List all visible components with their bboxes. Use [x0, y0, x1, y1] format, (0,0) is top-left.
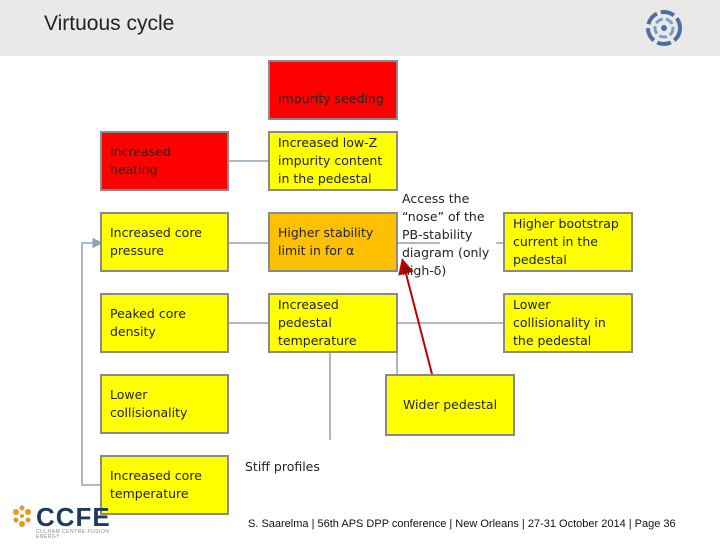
- connector-loop-back: [81, 237, 103, 486]
- bootstrap-current-label: Higher bootstrap current in the pedestal: [513, 216, 619, 267]
- stiff-profiles-text: Stiff profiles: [245, 459, 320, 474]
- peaked-density-label: Peaked core density: [110, 306, 186, 339]
- ccfe-logo: CCFE CULHAM CENTRE FUSION ENERGY: [6, 498, 116, 540]
- lower-collisionality-label: Lower collisionality: [110, 387, 188, 420]
- lower-collisionality-pedestal-label: Lower collisionality in the pedestal: [513, 297, 606, 348]
- ccfe-logo-icon: [13, 505, 31, 527]
- impurity-seeding-label: Impurity seeding: [278, 91, 384, 106]
- increased-heating-box: Increased heating: [100, 131, 229, 191]
- pedestal-temperature-label: Increased pedestal temperature: [278, 297, 357, 348]
- higher-stability-box: Higher stability limit in for α: [268, 212, 398, 272]
- access-nose-text: Access the “nose” of the PB-stability di…: [402, 191, 490, 278]
- lowz-impurity-label: Increased low-Z impurity content in the …: [278, 135, 383, 186]
- increased-heating-label: Increased heating: [110, 144, 171, 177]
- pedestal-temperature-box: Increased pedestal temperature: [268, 293, 398, 353]
- ccfe-logo-subtext: CULHAM CENTRE FUSION ENERGY: [36, 529, 110, 540]
- lower-collisionality-box: Lower collisionality: [100, 374, 229, 434]
- fusion-ring-logo-icon: [646, 10, 682, 46]
- peaked-density-box: Peaked core density: [100, 293, 229, 353]
- core-temperature-label: Increased core temperature: [110, 468, 202, 501]
- bootstrap-current-box: Higher bootstrap current in the pedestal: [503, 212, 633, 272]
- impurity-seeding-box: Impurity seeding: [268, 60, 398, 120]
- lowz-impurity-box: Increased low-Z impurity content in the …: [268, 131, 398, 191]
- wider-pedestal-label: Wider pedestal: [402, 397, 498, 412]
- slide-title: Virtuous cycle: [44, 12, 175, 35]
- footer-citation: S. Saarelma | 56th APS DPP conference | …: [248, 518, 676, 530]
- core-pressure-label: Increased core pressure: [110, 225, 202, 258]
- lower-collisionality-pedestal-box: Lower collisionality in the pedestal: [503, 293, 633, 353]
- ccfe-logo-text: CCFE: [36, 502, 111, 532]
- title-bar: Virtuous cycle: [0, 0, 720, 56]
- core-pressure-box: Increased core pressure: [100, 212, 229, 272]
- wider-pedestal-box: Wider pedestal: [385, 374, 515, 436]
- higher-stability-label: Higher stability limit in for α: [278, 225, 374, 258]
- core-temperature-box: Increased core temperature: [100, 455, 229, 515]
